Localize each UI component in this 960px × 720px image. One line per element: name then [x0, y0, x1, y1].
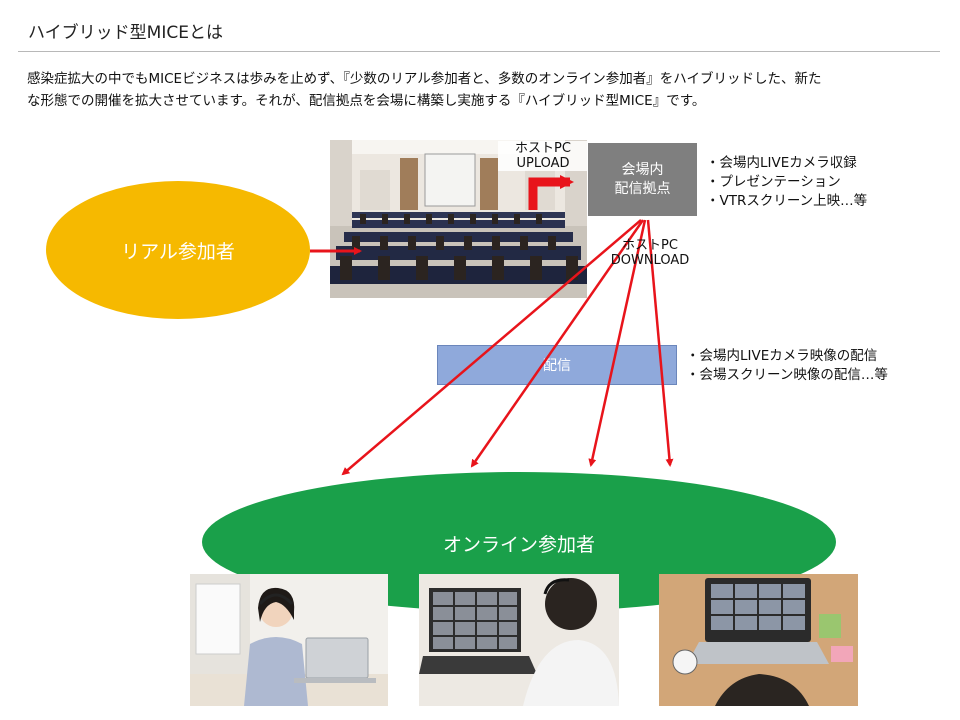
stream-bullet-list: ・会場内LIVEカメラ映像の配信 ・会場スクリーン映像の配信…等: [686, 347, 888, 385]
woman-headset-laptop-photo: [190, 574, 388, 706]
page-title: ハイブリッド型MICEとは: [28, 23, 223, 43]
hub-line-1: 会場内: [621, 161, 664, 178]
venue-streaming-hub-box: 会場内 配信拠点: [588, 143, 697, 216]
intro-line-2: な形態での開催を拡大させています。それが、配信拠点を会場に構築し実施する『ハイブ…: [27, 93, 706, 109]
upload-line-2: UPLOAD: [516, 156, 570, 171]
hub-bullet-item: ・VTRスクリーン上映…等: [706, 193, 868, 209]
stream-bullet-item: ・会場スクリーン映像の配信…等: [686, 367, 888, 383]
download-line-2: DOWNLOAD: [610, 253, 690, 268]
intro-line-1: 感染症拡大の中でもMICEビジネスは歩みを止めず、『少数のリアル参加者と、多数の…: [27, 71, 822, 87]
hub-bullet-item: ・プレゼンテーション: [706, 174, 841, 190]
man-video-conference-photo: [419, 574, 619, 706]
stream-bullet-item: ・会場内LIVEカメラ映像の配信: [686, 348, 878, 364]
hub-bullet-item: ・会場内LIVEカメラ収録: [706, 155, 857, 171]
hub-line-2: 配信拠点: [614, 180, 671, 197]
upload-line-1: ホストPC: [515, 141, 571, 156]
upload-label: ホストPC UPLOAD: [498, 141, 588, 171]
title-divider: [18, 51, 940, 52]
streaming-label: 配信: [543, 358, 571, 374]
real-participants-ellipse: リアル参加者: [46, 181, 310, 319]
download-label: ホストPC DOWNLOAD: [600, 238, 700, 268]
hub-bullet-list: ・会場内LIVEカメラ収録 ・プレゼンテーション ・VTRスクリーン上映…等: [706, 154, 867, 211]
download-line-1: ホストPC: [622, 238, 678, 253]
intro-text: 感染症拡大の中でもMICEビジネスは歩みを止めず、『少数のリアル参加者と、多数の…: [27, 68, 927, 112]
streaming-box: 配信: [437, 345, 677, 385]
online-participants-label: オンライン参加者: [442, 534, 595, 556]
laptop-video-call-photo: [659, 574, 858, 706]
real-participants-label: リアル参加者: [121, 240, 235, 263]
